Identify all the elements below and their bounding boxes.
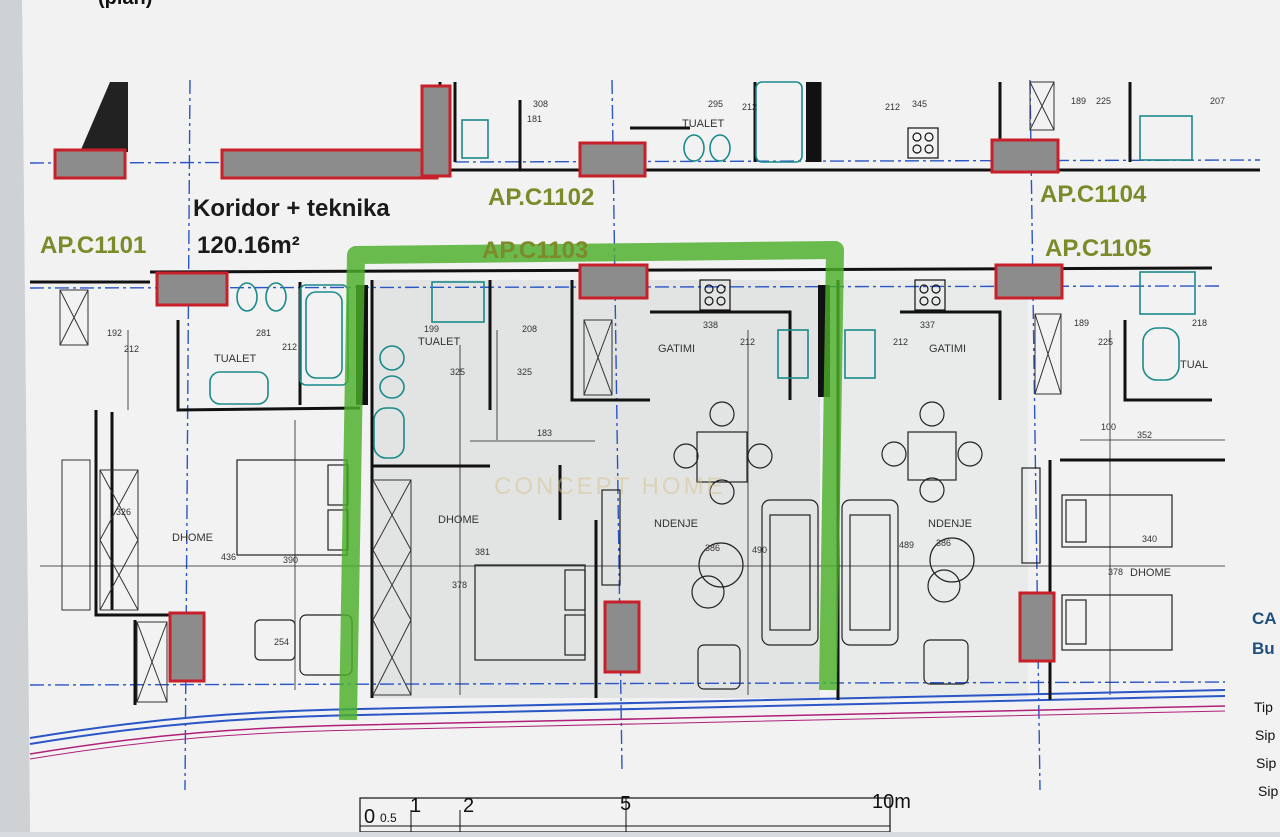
room-dhome-c1101: DHOME (172, 532, 213, 544)
scale-2: 2 (463, 795, 474, 817)
dim-212d: 212 (282, 342, 297, 352)
dim-352: 352 (1137, 430, 1152, 440)
dim-378b: 378 (1108, 567, 1123, 577)
dim-308: 308 (533, 99, 548, 109)
dim-208: 208 (522, 324, 537, 334)
dim-189a: 189 (1071, 96, 1086, 106)
apartment-highlight (339, 241, 844, 721)
room-ndenje-1: NDENJE (654, 518, 698, 530)
room-tualet-c1103: TUALET (418, 336, 460, 348)
watermark: CONCEPT HOME (494, 473, 726, 500)
dim-212c: 212 (124, 344, 139, 354)
room-tualet-c1101: TUALET (214, 353, 256, 365)
dim-386b: 386 (936, 538, 951, 548)
dim-338: 338 (703, 320, 718, 330)
bathroom-fixtures (209, 81, 1196, 459)
cut-title: (plan) (98, 0, 152, 9)
dim-212b: 212 (885, 102, 900, 112)
corridor-area: 120.16m² (197, 232, 300, 259)
scale-5: 5 (620, 793, 631, 815)
floor-fill-c1105 (838, 280, 1028, 698)
dim-378a: 378 (452, 580, 467, 590)
dim-212e: 212 (740, 337, 755, 347)
scale-bar: 0 0.5 1 2 5 10m (359, 791, 911, 833)
room-tualet-top: TUALET (682, 118, 724, 130)
side-note-bu: Bu (1252, 639, 1275, 658)
dim-100: 100 (1101, 422, 1116, 432)
side-note-sip-3: Sip (1258, 783, 1278, 799)
scale-10m: 10m (872, 791, 911, 813)
dim-295: 295 (708, 99, 723, 109)
dim-325b: 325 (517, 367, 532, 377)
facade-lines (29, 689, 1226, 760)
dim-183: 183 (537, 428, 552, 438)
closets (59, 81, 1062, 703)
dim-225b: 225 (1098, 337, 1113, 347)
side-note-sip-2: Sip (1256, 755, 1276, 771)
paper-shadow (0, 0, 30, 832)
dim-490: 490 (752, 545, 767, 555)
dim-326: 326 (116, 507, 131, 517)
room-dhome-c1105: DHOME (1130, 567, 1171, 579)
dim-212f: 212 (893, 337, 908, 347)
dim-225a: 225 (1096, 96, 1111, 106)
apt-c1102-label: AP.C1102 (488, 184, 594, 211)
dim-254: 254 (274, 637, 289, 647)
dim-192: 192 (107, 328, 122, 338)
corridor-title: Koridor + teknika (193, 195, 390, 222)
scale-0: 0 (364, 806, 375, 828)
room-gatimi-2: GATIMI (929, 343, 966, 355)
furniture (236, 401, 1173, 690)
dim-381: 381 (475, 547, 490, 557)
technical-shafts (53, 84, 1064, 683)
dim-325a: 325 (450, 367, 465, 377)
room-dhome-c1103: DHOME (438, 514, 479, 526)
side-note-sip-1: Sip (1255, 727, 1275, 743)
dim-436: 436 (221, 552, 236, 562)
dim-207: 207 (1210, 96, 1225, 106)
dim-218: 218 (1192, 318, 1207, 328)
scale-1: 1 (410, 795, 421, 817)
dim-386a: 386 (705, 543, 720, 553)
dim-390: 390 (283, 555, 298, 565)
side-note-tip: Tip (1254, 699, 1273, 715)
room-ndenje-2: NDENJE (928, 518, 972, 530)
side-note-ca: CA (1252, 609, 1277, 628)
room-tual-c1105: TUAL (1180, 359, 1208, 371)
apt-c1104-label: AP.C1104 (1040, 181, 1147, 208)
dim-281: 281 (256, 328, 271, 338)
dim-340: 340 (1142, 534, 1157, 544)
apt-c1103-label: AP.C1103 (482, 237, 588, 264)
stair-wedge (80, 82, 128, 152)
dim-199: 199 (424, 324, 439, 334)
dim-181: 181 (527, 114, 542, 124)
apt-c1105-label: AP.C1105 (1045, 235, 1151, 262)
dim-189b: 189 (1074, 318, 1089, 328)
wall-strip-top (806, 82, 820, 162)
scale-0-5: 0.5 (380, 811, 397, 825)
dim-489: 489 (899, 540, 914, 550)
room-gatimi-1: GATIMI (658, 343, 695, 355)
stoves (699, 127, 946, 311)
dim-212a: 212 (742, 102, 757, 112)
apt-c1101-label: AP.C1101 (40, 232, 146, 259)
dim-337: 337 (920, 320, 935, 330)
dim-345: 345 (912, 99, 927, 109)
